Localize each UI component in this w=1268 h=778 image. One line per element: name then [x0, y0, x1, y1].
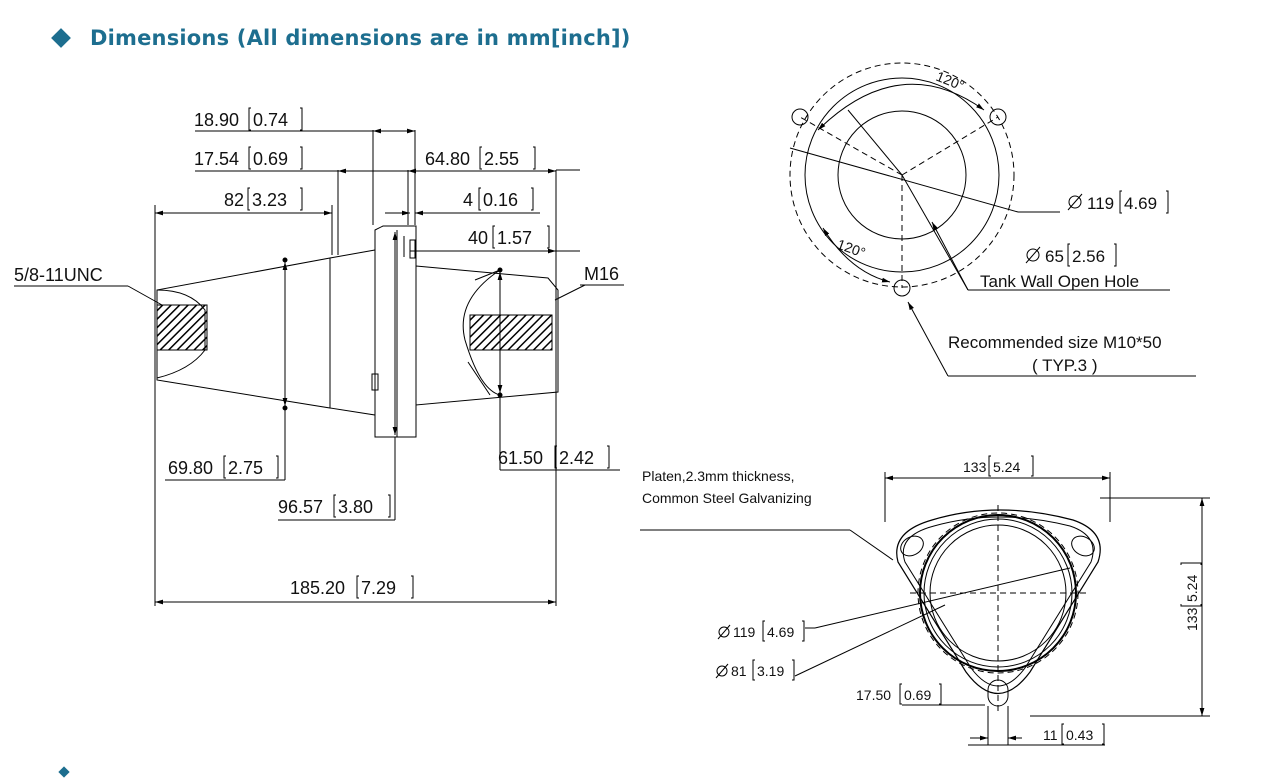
bracket: [248, 146, 303, 170]
recommended-size-label: Recommended size M10*50: [948, 333, 1162, 352]
dim-96-57-inch: 3.80: [338, 497, 373, 517]
plate-diameter-119-symbol-icon: [717, 624, 731, 640]
bracket: [1119, 190, 1169, 214]
thread-left-label: 5/8-11UNC: [14, 265, 103, 285]
dim-64-80-mm: 64.80: [425, 149, 470, 169]
dim-64-80-inch: 2.55: [484, 149, 519, 169]
plate-height-dimension: 133 5.24: [1180, 562, 1202, 631]
bracket: [356, 575, 414, 599]
plate-view: [640, 472, 1210, 746]
plate-height-inch: 5.24: [1184, 575, 1200, 602]
bracket: [988, 455, 1034, 477]
side-view: [14, 128, 624, 606]
diameter-65-symbol-icon: [1025, 246, 1041, 264]
dim-11-inch: 0.43: [1066, 727, 1093, 743]
bracket: [752, 659, 795, 681]
bracket: [1061, 723, 1105, 745]
hole-pattern-labels: 120° 120° 119 4.69 65 2.56 Tank Wall Ope…: [835, 68, 1169, 375]
dim-40-inch: 1.57: [497, 228, 532, 248]
plate-dia-119-inch: 4.69: [767, 624, 794, 640]
plate-height-mm: 133: [1184, 607, 1200, 631]
hole-dia-65-inch: 2.56: [1072, 247, 1105, 266]
angle-left-label: 120°: [835, 236, 868, 261]
side-view-labels: 18.90 0.74 17.54 0.69 82 3.23 64.80 2.55…: [14, 107, 619, 599]
dim-185-20-inch: 7.29: [361, 578, 396, 598]
bracket: [333, 494, 391, 518]
plate-width-mm: 133: [963, 459, 987, 475]
diameter-119-symbol-icon: [1067, 193, 1083, 211]
dim-61-50-mm: 61.50: [498, 448, 543, 468]
dim-4-inch: 0.16: [483, 190, 518, 210]
hole-pattern-view: [789, 62, 1196, 377]
tank-wall-open-hole-label: Tank Wall Open Hole: [980, 272, 1139, 291]
dim-17-54-inch: 0.69: [253, 149, 288, 169]
bracket: [1067, 243, 1117, 267]
bracket: [223, 455, 279, 479]
dim-18-90-mm: 18.90: [194, 110, 239, 130]
dim-4-mm: 4: [463, 190, 473, 210]
hole-dia-119-mm: 119: [1087, 194, 1114, 213]
section-heading: Dimensions (All dimensions are in mm[inc…: [50, 22, 631, 54]
dim-61-50-inch: 2.42: [559, 448, 594, 468]
plate-view-labels: Platen,2.3mm thickness, Common Steel Gal…: [642, 455, 1202, 745]
dim-17-50-mm: 17.50: [856, 687, 891, 703]
bracket: [554, 445, 610, 469]
bracket: [899, 683, 942, 705]
bracket: [248, 107, 303, 131]
dim-69-80-inch: 2.75: [228, 458, 263, 478]
bracket: [247, 187, 303, 211]
dim-185-20-mm: 185.20: [290, 578, 345, 598]
plate-dia-119-mm: 119: [733, 624, 756, 640]
bracket: [479, 146, 536, 170]
plate-width-inch: 5.24: [993, 459, 1020, 475]
dim-17-50-inch: 0.69: [904, 687, 931, 703]
dim-96-57-mm: 96.57: [278, 497, 323, 517]
angle-top-label: 120°: [934, 68, 967, 94]
dim-82-inch: 3.23: [252, 190, 287, 210]
platen-label-line2: Common Steel Galvanizing: [642, 490, 812, 506]
section-title: Dimensions (All dimensions are in mm[inc…: [90, 26, 631, 50]
dim-18-90-inch: 0.74: [253, 110, 288, 130]
dim-11-mm: 11: [1043, 727, 1058, 743]
hole-dia-65-mm: 65: [1045, 247, 1064, 266]
bracket: [1180, 562, 1202, 607]
plate-diameter-81-symbol-icon: [715, 663, 729, 679]
dim-69-80-mm: 69.80: [168, 458, 213, 478]
dim-82-mm: 82: [224, 190, 244, 210]
dim-40-mm: 40: [468, 228, 488, 248]
plate-dia-81-inch: 3.19: [757, 663, 784, 679]
bracket: [492, 225, 550, 249]
typ-label: ( TYP.3 ): [1032, 356, 1098, 375]
bracket: [762, 620, 805, 642]
bracket: [478, 187, 534, 211]
hole-dia-119-inch: 4.69: [1124, 194, 1157, 213]
dim-17-54-mm: 17.54: [194, 149, 239, 169]
thread-right-label: M16: [584, 264, 619, 284]
platen-label-line1: Platen,2.3mm thickness,: [642, 468, 795, 484]
plate-dia-81-mm: 81: [731, 663, 747, 679]
